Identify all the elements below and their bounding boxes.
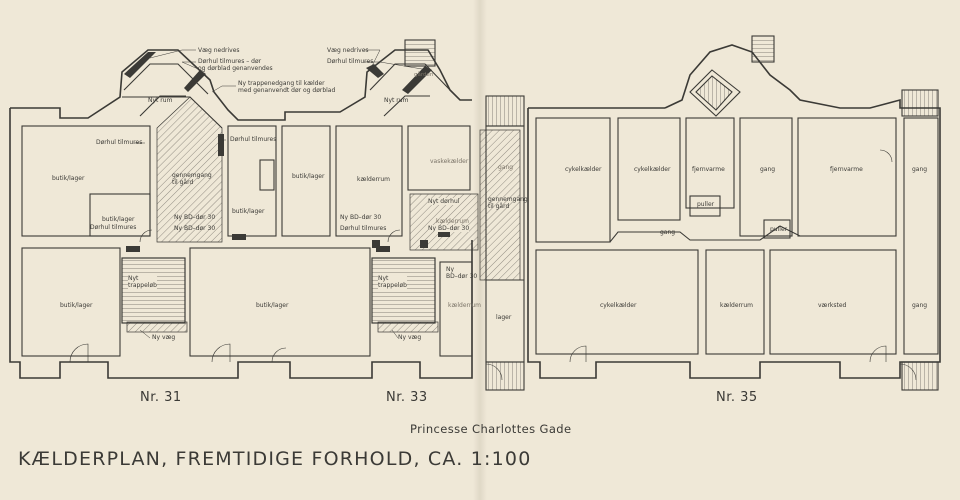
annotation: Nyt trappeløb — [378, 275, 407, 289]
annotation: Ny BD–dør 30 — [446, 266, 478, 280]
door-swings — [69, 149, 917, 381]
room-label: butik/lager — [102, 216, 135, 223]
annotation: Ny BD–dør 30 — [340, 214, 382, 221]
annotation: Ny BD–dør 30 — [428, 225, 470, 232]
annotation: Dørhul tilmures – dør og dørblad genanve… — [198, 58, 273, 72]
room-label: Nyt rum — [384, 97, 409, 104]
room-label: butik/lager — [60, 302, 93, 309]
stair-towers — [404, 35, 939, 391]
annotation: Dørhul tilmures — [96, 139, 143, 146]
room-label: puller — [697, 201, 715, 208]
room-label: gennemgang til gård — [172, 172, 212, 186]
building-number-35: Nr. 35 — [716, 390, 758, 405]
room-label: cykelkælder — [565, 166, 602, 173]
annotation: Nyt dørhul — [428, 198, 460, 205]
building-number-33: Nr. 33 — [386, 390, 428, 405]
annotation: Dørhul tilmures — [340, 225, 387, 232]
room-label: gang — [660, 229, 676, 236]
room-label: gården — [414, 72, 434, 78]
room-label: butik/lager — [52, 175, 85, 182]
wall-outline-left — [9, 108, 473, 379]
annotation: Væg nedrives — [198, 47, 240, 54]
room-label: fjernvarme — [692, 166, 725, 173]
room-label: vaskekælder — [430, 158, 469, 165]
hatch-gennemgang-33 — [409, 193, 479, 251]
room-label: kælderrum — [357, 176, 391, 183]
room-label: fjernvarme — [830, 166, 863, 173]
annotation: Dørhul tilmures — [230, 136, 277, 143]
page-fold — [473, 0, 487, 500]
drawing-title: KÆLDERPLAN, FREMTIDIGE FORHOLD, CA. 1:10… — [18, 448, 532, 470]
annotation: Ny BD–dør 30 — [174, 214, 216, 221]
room-label: butik/lager — [292, 173, 325, 180]
annotation: Ny væg — [152, 334, 176, 341]
interior-walls — [21, 63, 939, 363]
room-label: lager — [496, 314, 512, 321]
street-name: Princesse Charlottes Gade — [410, 422, 572, 436]
annotation: Dørhul tilmures — [327, 58, 374, 65]
room-label: kælderrum — [448, 302, 482, 309]
hatch-gennemgang-33-col — [479, 129, 521, 281]
annotation: Nyt trappeløb — [128, 275, 157, 289]
room-label: gang — [498, 164, 514, 171]
room-label: cykelkælder — [600, 302, 637, 309]
wall-outline-right — [527, 44, 941, 379]
annotation: Ny væg — [398, 334, 422, 341]
room-label: gang — [760, 166, 776, 173]
annotation: Ny BD–dør 30 — [174, 225, 216, 232]
room-label: butik/lager — [232, 208, 265, 215]
room-label: kælderrum — [436, 218, 470, 225]
hatch-gennemgang-31 — [156, 96, 223, 243]
annotation: Dørhul tilmures — [90, 224, 137, 231]
building-number-31: Nr. 31 — [140, 390, 182, 405]
diamond-stair-35 — [689, 69, 741, 117]
room-label: kælderrum — [720, 302, 754, 309]
annotation: Ny trappenedgang til kælder med genanven… — [238, 80, 336, 94]
annotation: Væg nedrives — [327, 47, 369, 54]
room-label: cykelkælder — [634, 166, 671, 173]
room-label: gennemgang til gård — [488, 196, 528, 210]
room-label: gang — [912, 302, 928, 309]
room-label: værksted — [818, 302, 847, 309]
room-label: gang — [912, 166, 928, 173]
tilmuring-marks — [124, 52, 450, 252]
room-label: puller — [770, 226, 788, 233]
room-label: butik/lager — [256, 302, 289, 309]
room-label: Nyt rum — [148, 97, 173, 104]
leader-lines — [134, 49, 429, 339]
